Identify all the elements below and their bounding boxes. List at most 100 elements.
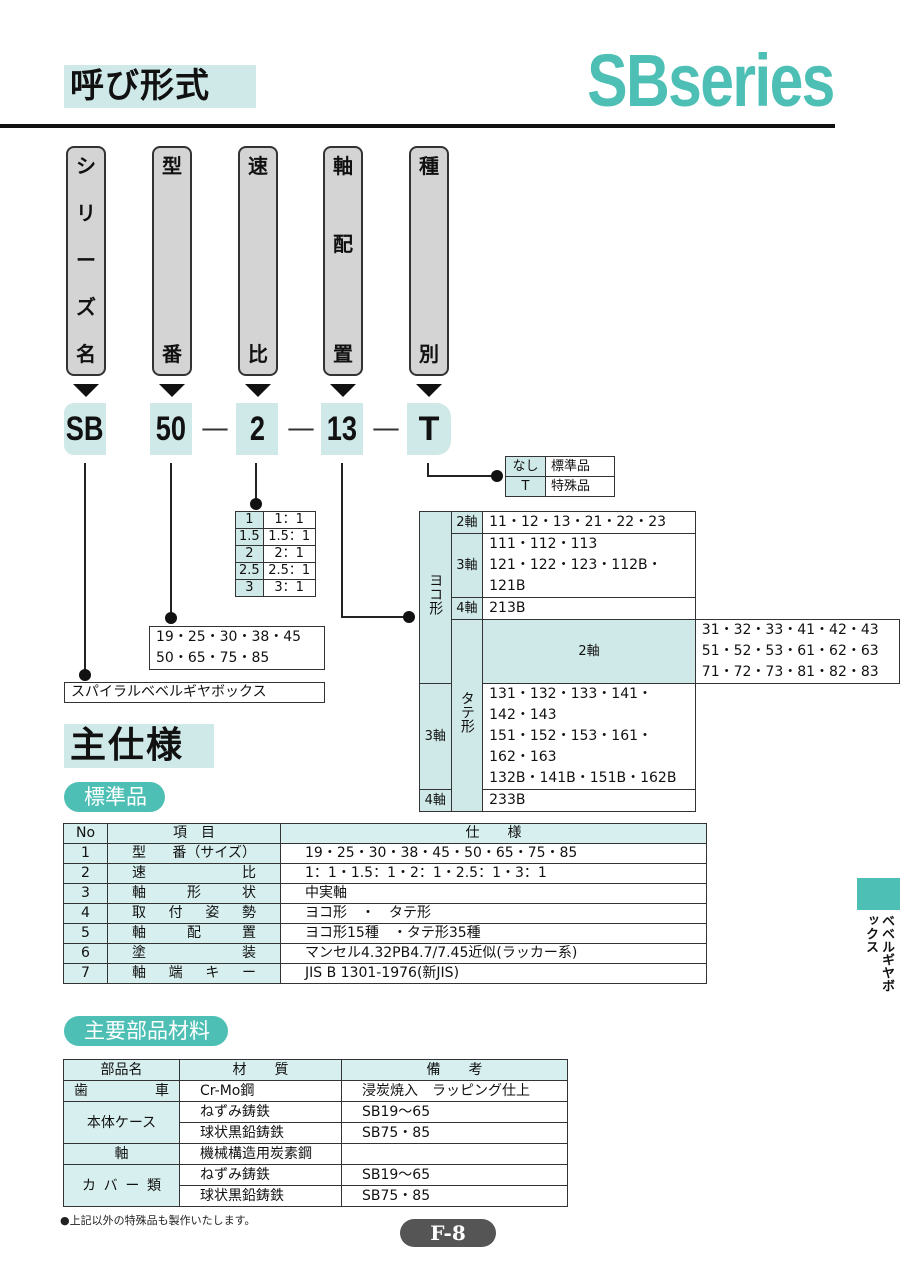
connector-dot	[491, 470, 503, 482]
group-label: ヨコ形	[427, 573, 444, 615]
item-part: 配	[187, 925, 201, 941]
row-item: 軸端キー	[107, 963, 281, 984]
row-no: 1	[63, 843, 108, 864]
type-key: T	[505, 476, 546, 497]
label-char: 比	[248, 342, 268, 366]
table-row: 本体ケース ねずみ鋳鉄 SB19～65	[63, 1101, 568, 1144]
row-spec: ヨコ形 ・ タテ形	[280, 903, 707, 924]
row-item: 塗装	[107, 943, 281, 964]
code-line: 121・122・123・112B・121B	[489, 557, 662, 594]
page-title: 呼び形式	[70, 66, 210, 106]
table-row: ヨコ形 2軸 11・12・13・21・22・23	[419, 511, 900, 684]
item-part: 軸	[132, 965, 146, 981]
materials-tag: 主要部品材料	[64, 1016, 228, 1046]
table-header-row: 部品名 材 質 備 考	[63, 1059, 568, 1081]
connector-dot	[165, 612, 177, 624]
col-header-spec: 仕 様	[280, 823, 707, 844]
table-row: 7 軸端キー JIS B 1301-1976(新JIS)	[63, 963, 707, 984]
col-header-material: 材 質	[179, 1059, 342, 1081]
ratio-value: 2：1	[262, 545, 316, 563]
item-part: 置	[242, 925, 256, 941]
down-arrow-icon	[330, 384, 356, 397]
specs-table: No 項 目 仕 様 1 型番（サイズ） 19・25・30・38・45・50・6…	[63, 823, 707, 984]
item-part: 端	[168, 965, 183, 981]
material: 球状黒鉛鋳鉄	[179, 1185, 342, 1207]
code-type: T	[407, 403, 451, 455]
table-row: 3 軸形状 中実軸	[63, 883, 707, 904]
code-ratio-text: 2	[249, 409, 265, 448]
note: SB75・85	[341, 1122, 568, 1144]
title-highlight	[64, 65, 256, 108]
axis-arrangement-table: ヨコ形 2軸 11・12・13・21・22・23 3軸 111・112・113 …	[419, 511, 900, 812]
label-char: 速	[248, 154, 268, 178]
table-row: 球状黒鉛鋳鉄 SB75・85	[64, 1185, 568, 1207]
arrangement-codes: 111・112・113 121・122・123・112B・121B	[482, 533, 696, 598]
row-no: 6	[63, 943, 108, 964]
item-part: 姿	[205, 905, 220, 921]
label-speed-ratio: 速 比	[238, 146, 278, 376]
code-line: 132B・141B・151B・162B	[489, 770, 677, 786]
table-row: 6 塗装 マンセル4.32PB4.7/7.45近似(ラッカー系)	[63, 943, 707, 964]
part-name: 軸	[63, 1143, 180, 1165]
item-part: 塗	[132, 945, 146, 961]
part-char: ー	[125, 1177, 140, 1194]
item-part: 比	[242, 865, 256, 881]
size-line: 50・65・75・85	[156, 650, 270, 666]
note: SB19～65	[341, 1101, 568, 1123]
code-ratio: 2	[236, 403, 278, 455]
ratio-key: 1.5	[235, 528, 264, 546]
table-row: なし 標準品	[505, 456, 615, 477]
materials-table: 部品名 材 質 備 考 歯車 Cr-Mo鋼 浸炭焼入 ラッピング仕上 本体ケース…	[63, 1059, 568, 1207]
axis-count: 4軸	[450, 597, 484, 620]
label-char: 種	[419, 154, 439, 178]
label-char: ー	[76, 248, 96, 272]
separator: —	[287, 411, 315, 444]
connector-line	[341, 463, 343, 618]
item-part: 番（サイズ）	[172, 845, 256, 861]
down-arrow-icon	[159, 384, 185, 397]
label-model-number: 型 番	[152, 146, 192, 376]
table-row: T 特殊品	[505, 476, 615, 497]
col-header-no: No	[63, 823, 108, 844]
part-char: 車	[155, 1083, 169, 1099]
code-line: 71・72・73・81・82・83	[701, 664, 879, 680]
table-header-row: No 項 目 仕 様	[63, 823, 707, 844]
material: ねずみ鋳鉄	[179, 1164, 342, 1186]
code-line: 51・52・53・61・62・63	[701, 643, 879, 659]
size-list-box: 19・25・30・38・45 50・65・75・85	[149, 626, 325, 670]
part-char: 類	[146, 1177, 161, 1194]
group-vertical: タテ形	[450, 619, 484, 812]
table-row: 1 型番（サイズ） 19・25・30・38・45・50・65・75・85	[63, 843, 707, 864]
ratio-key: 2.5	[235, 562, 264, 580]
row-item: 軸配置	[107, 923, 281, 944]
table-row: 3軸 111・112・113 121・122・123・112B・121B	[420, 533, 900, 598]
connector-line	[84, 463, 86, 673]
table-row: 4軸 213B	[420, 597, 900, 620]
axis-count: 2軸	[482, 619, 696, 684]
down-arrow-icon	[245, 384, 271, 397]
connector-dot	[403, 611, 415, 623]
down-arrow-icon	[73, 384, 99, 397]
separator: —	[201, 411, 229, 444]
section-side-tab[interactable]	[857, 878, 900, 910]
code-arrangement-text: 13	[326, 409, 358, 448]
row-spec: JIS B 1301-1976(新JIS)	[280, 963, 707, 984]
row-no: 5	[63, 923, 108, 944]
series-logo: SBseries	[587, 39, 835, 122]
connector-line	[170, 463, 172, 615]
row-spec: マンセル4.32PB4.7/7.45近似(ラッカー系)	[280, 943, 707, 964]
axis-count: 2軸	[450, 511, 484, 534]
table-row: 球状黒鉛鋳鉄 SB75・85	[64, 1122, 568, 1144]
type-value: 特殊品	[545, 476, 615, 497]
part-name: カバー類	[63, 1164, 180, 1207]
row-spec: ヨコ形15種 ・タテ形35種	[280, 923, 707, 944]
note: 浸炭焼入 ラッピング仕上	[341, 1080, 568, 1102]
arrangement-codes: 131・132・133・141・142・143 151・152・153・161・…	[482, 683, 696, 790]
page-number-badge: F-8	[400, 1219, 496, 1247]
ratio-value: 1.5：1	[262, 528, 316, 546]
type-key: なし	[505, 456, 546, 477]
